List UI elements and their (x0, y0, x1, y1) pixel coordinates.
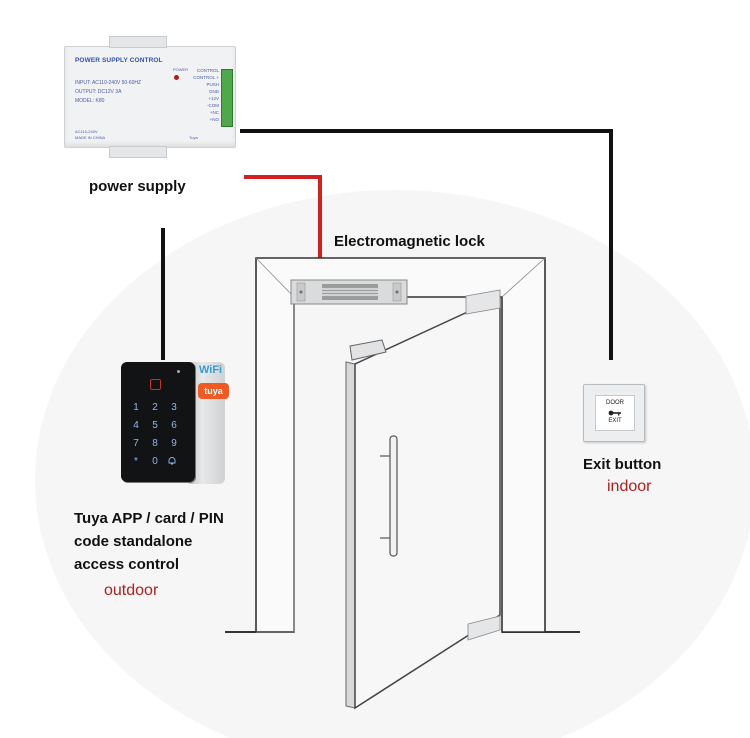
keypad-key: 7 (133, 438, 139, 449)
psu-terminal-label: +NC (209, 110, 219, 115)
psu-terminal-label: +NO (209, 117, 219, 122)
psu-power-label: POWER (173, 67, 189, 72)
keypad-key: 3 (171, 402, 177, 413)
keypad-reader: 1 2 3 4 5 6 7 8 9 * 0 (121, 362, 195, 482)
exit-button-device: DOOR EXIT (583, 384, 645, 442)
psu-footer-origin: MADE IN CHINA (75, 135, 106, 140)
psu-brand: Tuya (189, 135, 198, 140)
keypad-status-led (177, 370, 180, 373)
red-wire-lock (244, 175, 322, 279)
black-wire-exit-button (240, 129, 613, 360)
psu-terminal-label: PUSH (206, 82, 219, 87)
keypad-key: 1 (133, 402, 139, 413)
outdoor-label: outdoor (104, 582, 159, 599)
indoor-label: indoor (607, 478, 652, 495)
psu-model-spec: MODEL: K80 (75, 98, 105, 104)
psu-footer-voltage: AC110-240V (75, 129, 98, 134)
exit-button-label: Exit button (583, 456, 662, 473)
keypad-description-line2: code standalone (74, 533, 193, 550)
keypad-key: 5 (152, 420, 158, 431)
tuya-badge: tuya (198, 383, 229, 399)
door-frame (255, 257, 546, 633)
psu-mount-tab-top (109, 36, 167, 48)
keypad-description-line3: access control (74, 556, 180, 573)
keypad-key: * (134, 456, 138, 467)
power-supply-unit: POWER SUPPLY CONTROL INPUT: AC110-240V 5… (64, 36, 236, 158)
psu-input-spec: INPUT: AC110-240V 50-60HZ (75, 80, 142, 86)
power-supply-label: power supply (89, 178, 186, 195)
electromagnetic-lock (290, 279, 408, 305)
psu-terminal-label: +12V (208, 96, 219, 101)
psu-terminal-label: CONTROL (196, 68, 219, 73)
exit-button-face: DOOR EXIT (595, 395, 635, 431)
keypad-key: 6 (171, 420, 177, 431)
psu-output-spec: OUTPUT: DC12V 3A (75, 89, 122, 95)
exit-button-exit-text: EXIT (608, 418, 622, 424)
keypad-key: 8 (152, 438, 158, 449)
electromagnetic-lock-label: Electromagnetic lock (334, 233, 485, 250)
keypad-key: 4 (133, 420, 139, 431)
card-reader-icon (150, 379, 161, 390)
keypad-key: 0 (152, 456, 158, 467)
psu-terminal-label: -COM (207, 103, 219, 108)
exit-button-door-text: DOOR (606, 400, 624, 406)
door-leaf (345, 289, 501, 710)
keypad-description-line1: Tuya APP / card / PIN (74, 510, 224, 527)
keypad-key: 2 (152, 402, 158, 413)
psu-terminal-label: CONTROL + (193, 75, 219, 80)
keypad-key: 9 (171, 438, 177, 449)
psu-terminal-label: GND (209, 89, 219, 94)
psu-power-led (174, 75, 179, 80)
psu-mount-tab-bottom (109, 146, 167, 158)
wifi-badge: WiFi (199, 364, 223, 376)
psu-title: POWER SUPPLY CONTROL (75, 57, 163, 64)
psu-terminal-block (221, 69, 233, 127)
